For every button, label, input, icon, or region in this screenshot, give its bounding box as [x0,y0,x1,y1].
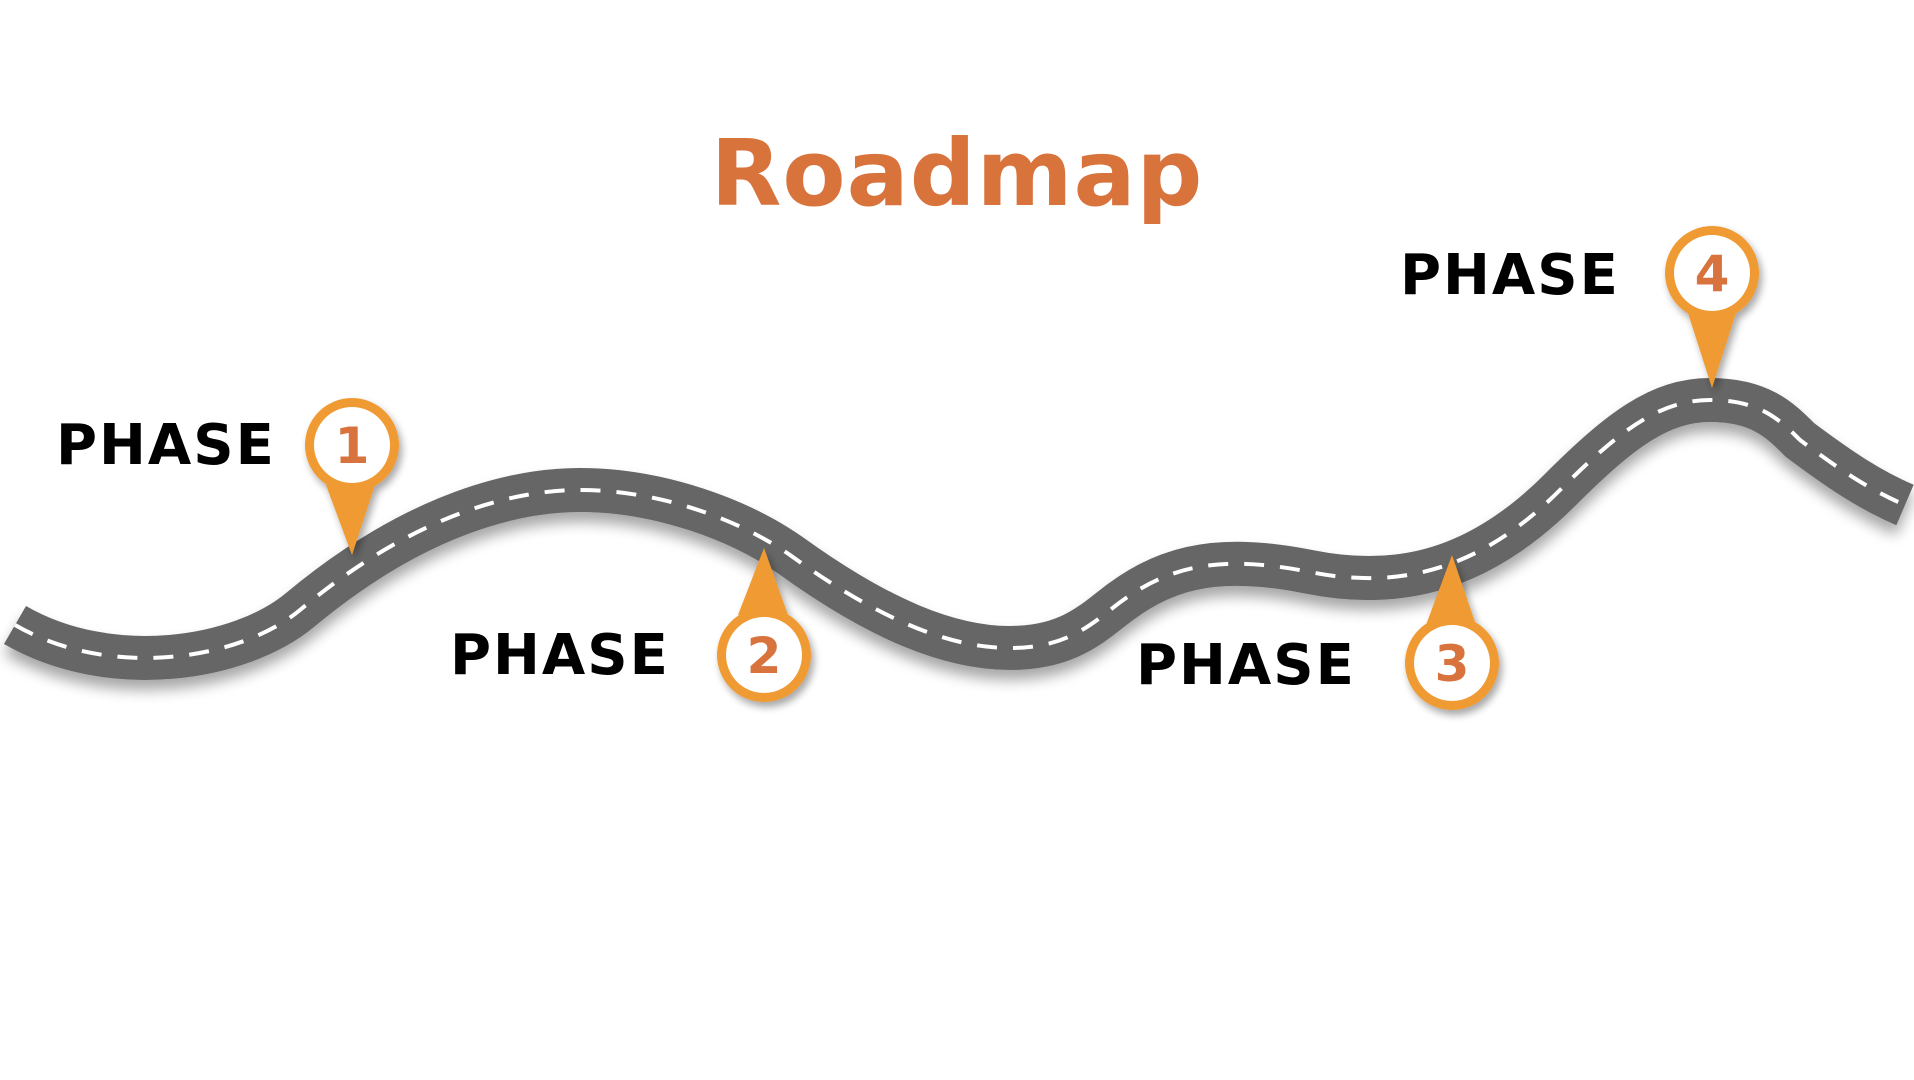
phase-3-number: 3 [1435,635,1470,693]
phase-2-pin: 2 [717,548,811,702]
phase-3-label: PHASE [1136,633,1356,698]
phase-2-pin-face [726,617,802,693]
phase-2-number: 2 [747,627,782,685]
phase-3-pin-pointer [1426,555,1476,625]
phase-3-pin-face [1414,625,1490,701]
road-surface [3,377,1914,680]
phase-4-pin: 4 [1665,226,1759,388]
phase-1-pin: 1 [305,398,399,555]
phase-1-label: PHASE [56,413,276,478]
road [3,377,1914,680]
phase-1-pin-pointer [326,485,375,555]
phase-4-number: 4 [1695,245,1730,303]
page-title: Roadmap [710,120,1204,227]
phase-1-number: 1 [335,417,370,475]
phase-3-pin: 3 [1405,555,1499,710]
phase-2-pin-pointer [738,548,788,615]
phase-1-pin-face [314,407,390,483]
phase-2-label: PHASE [450,623,670,688]
phase-4-label: PHASE [1400,243,1620,308]
phase-4-pin-pointer [1687,310,1737,388]
road-center-line [13,397,1906,660]
phase-4-pin-face [1674,235,1750,311]
